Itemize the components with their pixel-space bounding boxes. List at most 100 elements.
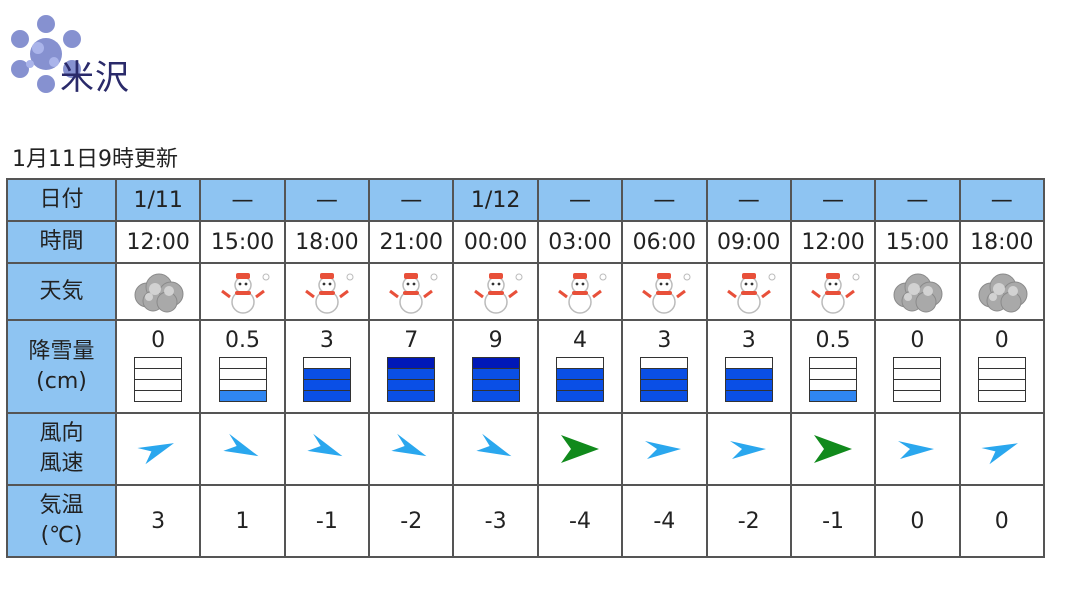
- update-time: 1月11日9時更新: [12, 147, 178, 172]
- snowfall-unit: (cm): [36, 368, 87, 394]
- arrow-southeast-icon: [391, 433, 427, 457]
- snow-gauge-cell: [725, 390, 772, 401]
- arrow-southeast-icon: [307, 433, 343, 457]
- snowfall-value: 3: [741, 327, 756, 353]
- location-name: 米沢: [60, 58, 130, 98]
- weather-cell: [874, 262, 961, 321]
- time-cell: 06:00: [621, 220, 708, 264]
- snowfall-cell: 3: [283, 319, 371, 414]
- cloudy-icon: [978, 273, 1028, 312]
- snowflake-icon: [11, 15, 81, 93]
- temperature-unit: (℃): [40, 523, 83, 548]
- time-cell: 15:00: [199, 220, 286, 264]
- snowfall-label: 降雪量: [28, 338, 95, 364]
- snow-gauge-cell: [894, 391, 940, 401]
- snow-gauge-cell: [894, 380, 941, 391]
- weather-cell: [621, 262, 708, 321]
- snowfall-cell: 0: [874, 319, 961, 414]
- snow-gauge-cell: [810, 369, 857, 380]
- snow-gauge-cell: [388, 379, 435, 391]
- snow-gauge-cell: [641, 358, 688, 369]
- weather-cell: [368, 262, 455, 321]
- snowfall-cell: 0.5: [789, 319, 877, 414]
- snow-gauge-cell: [556, 379, 603, 391]
- date-cell: 1/12: [452, 178, 539, 222]
- snowfall-cell: 3: [621, 319, 708, 414]
- snow-gauge-cell: [472, 379, 519, 391]
- temperature-cell: 1: [199, 484, 286, 558]
- snow-gauge-cell: [388, 390, 435, 401]
- time-cell: 03:00: [536, 220, 624, 264]
- date-cell: —: [368, 178, 455, 222]
- snow-gauge-cell: [303, 358, 350, 369]
- weather-cell: [958, 262, 1046, 321]
- date-cell: —: [536, 178, 624, 222]
- snow-gauge-cell: [303, 368, 350, 380]
- weather-cell: [199, 262, 286, 321]
- weather-cell: [536, 262, 624, 321]
- snow-gauge-cell: [219, 369, 266, 380]
- snow-gauge-cell: [978, 369, 1025, 380]
- snow-gauge: [809, 356, 858, 402]
- time-cell: 00:00: [452, 220, 539, 264]
- wind-cell: [199, 412, 286, 486]
- snowfall-cell: 0: [114, 319, 202, 414]
- snow-gauge-cell: [556, 390, 603, 401]
- snowfall-cell: 3: [705, 319, 792, 414]
- arrow-east-icon: [560, 435, 599, 463]
- temperature-cell: -4: [621, 484, 708, 558]
- arrow-southeast-icon: [222, 433, 258, 457]
- wind-header: 風向 風速: [6, 412, 117, 486]
- snow-gauge-cell: [135, 391, 181, 401]
- snow-gauge-cell: [556, 368, 603, 380]
- temperature-cell: -1: [283, 484, 371, 558]
- snow-gauge-cell: [641, 368, 688, 380]
- wind-cell: [283, 412, 371, 486]
- wind-cell: [958, 412, 1046, 486]
- snow-gauge-cell: [978, 380, 1025, 391]
- snow-gauge-cell: [556, 358, 603, 369]
- snowfall-value: 4: [572, 327, 587, 353]
- cloudy-icon: [134, 273, 184, 312]
- snowman-icon: [473, 272, 523, 314]
- date-header: 日付: [6, 178, 117, 222]
- snowfall-value: 0: [151, 327, 166, 353]
- snowfall-value: 0: [910, 327, 925, 353]
- snowman-icon: [726, 272, 776, 314]
- wind-cell: [536, 412, 624, 486]
- arrow-east-icon: [645, 441, 682, 459]
- snow-gauge-cell: [135, 358, 182, 369]
- temperature-header: 気温 (℃): [6, 484, 117, 558]
- snowfall-value: 0.5: [225, 327, 261, 353]
- snow-gauge-cell: [472, 390, 519, 401]
- snow-gauge-cell: [979, 391, 1025, 401]
- time-cell: 21:00: [368, 220, 455, 264]
- snow-gauge-cell: [894, 369, 941, 380]
- snow-gauge-cell: [725, 358, 772, 369]
- time-cell: 18:00: [283, 220, 371, 264]
- snow-gauge-cell: [303, 390, 350, 401]
- snow-gauge-cell: [472, 357, 519, 369]
- date-row: 日付 1/11———1/12——————: [6, 178, 1046, 222]
- date-cell: —: [705, 178, 792, 222]
- snowfall-cell: 7: [368, 319, 455, 414]
- weather-row: 天気: [6, 262, 1046, 321]
- snow-gauge-cell: [894, 358, 941, 369]
- snow-gauge-cell: [135, 369, 182, 380]
- snowfall-cell: 0: [958, 319, 1046, 414]
- snowfall-cell: 0.5: [199, 319, 286, 414]
- snow-gauge: [977, 356, 1026, 402]
- snow-gauge: [218, 356, 267, 402]
- arrow-east-icon: [814, 435, 853, 463]
- date-cell: 1/11: [114, 178, 202, 222]
- arrow-northeast-icon: [137, 443, 175, 465]
- snow-gauge-cell: [219, 358, 266, 369]
- date-cell: —: [958, 178, 1046, 222]
- snow-gauge-cell: [810, 358, 857, 369]
- temperature-cell: -1: [789, 484, 877, 558]
- wind-cell: [368, 412, 455, 486]
- wind-speed-label: 風速: [39, 451, 84, 476]
- snow-gauge: [471, 356, 520, 402]
- snowfall-value: 0: [994, 327, 1009, 353]
